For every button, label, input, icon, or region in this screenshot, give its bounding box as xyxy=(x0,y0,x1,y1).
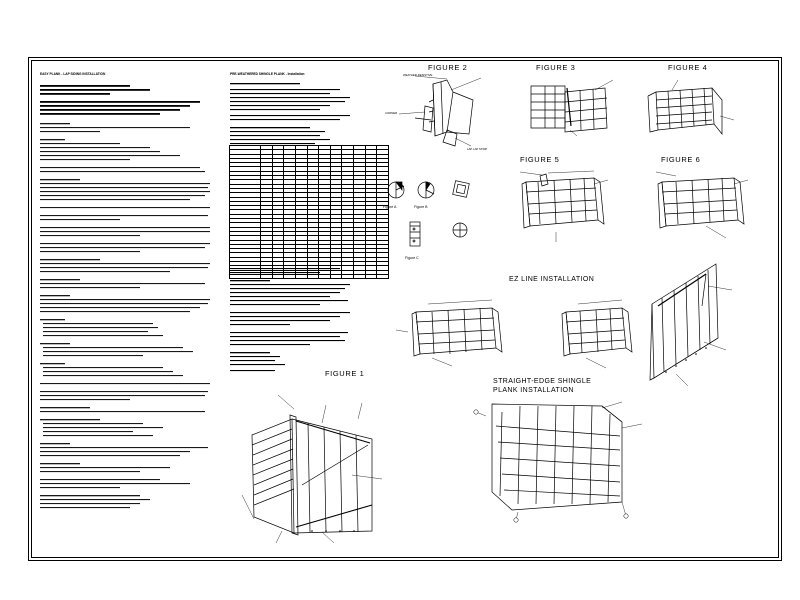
wall-frame-drawing xyxy=(649,263,733,387)
figure-a-label: Figure A xyxy=(383,205,397,209)
ez-line-title: EZ LINE INSTALLATION xyxy=(509,276,595,283)
straight-edge-title-line2: PLANK INSTALLATION xyxy=(493,387,574,394)
figure-6-title: FIGURE 6 xyxy=(661,155,701,164)
column-1-heading: EASY PLANK - LAP SIDING INSTALLATION xyxy=(40,72,106,76)
figure-4-drawing xyxy=(647,79,735,135)
drawing-sheet-border xyxy=(28,57,782,561)
figure-b-label: Figure B xyxy=(414,205,428,209)
ez-line-left-drawing xyxy=(395,299,503,367)
column-2-heading: PRE-WEATHERED SHINGLE PLANK - Installati… xyxy=(230,72,305,76)
svg-text:WEATHER-RESISTIVE: WEATHER-RESISTIVE xyxy=(403,73,432,77)
figure-5-drawing xyxy=(519,170,609,242)
drawing-inner-border xyxy=(31,60,779,558)
svg-text:LAP LAP STRIP: LAP LAP STRIP xyxy=(467,147,487,151)
fastener-table xyxy=(229,144,389,280)
figure-5-title: FIGURE 5 xyxy=(520,155,560,164)
straight-edge-title-line1: STRAIGHT-EDGE SHINGLE xyxy=(493,378,592,385)
figure-2-title: FIGURE 2 xyxy=(428,63,468,72)
figure-3-drawing xyxy=(530,79,614,137)
column-2-body xyxy=(230,83,350,145)
column-2-lower-text xyxy=(230,268,350,372)
figure-2-drawing: WEATHER-RESISTIVE CORNER LAP LAP STRIP xyxy=(385,73,487,151)
figure-1-title: FIGURE 1 xyxy=(325,369,365,378)
figure-4-title: FIGURE 4 xyxy=(668,63,708,72)
svg-text:CORNER: CORNER xyxy=(385,111,397,115)
figures-a-b-c xyxy=(387,180,470,247)
text-column-2: PRE-WEATHERED SHINGLE PLANK - Installati… xyxy=(230,72,390,381)
text-column-1: EASY PLANK - LAP SIDING INSTALLATION xyxy=(40,72,212,551)
straight-edge-drawing xyxy=(473,401,643,523)
figure-3-title: FIGURE 3 xyxy=(536,63,576,72)
column-1-body xyxy=(40,79,212,551)
figure-6-drawing xyxy=(655,171,749,239)
figure-1-drawing xyxy=(241,394,383,544)
figure-c-label: Figure C xyxy=(405,256,419,260)
ez-line-right-drawing xyxy=(561,299,633,369)
